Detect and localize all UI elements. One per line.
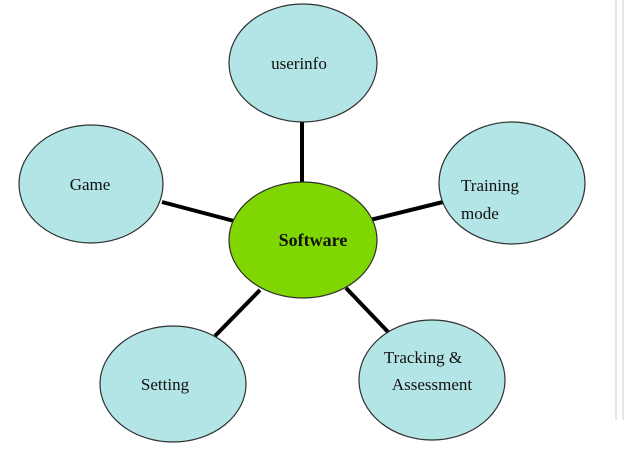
node-training-mode-label-line1: Training	[461, 176, 519, 195]
node-tracking-assessment-label-line1: Tracking &	[384, 348, 462, 367]
node-userinfo: userinfo	[228, 3, 378, 123]
node-setting-label: Setting	[141, 375, 190, 394]
connector-setting	[213, 288, 262, 338]
node-userinfo-label: userinfo	[271, 54, 327, 73]
node-tracking-assessment: Tracking & Assessment	[358, 319, 506, 441]
node-game: Game	[18, 124, 164, 244]
node-software-center: Software	[228, 181, 378, 299]
node-training-mode-shape	[438, 121, 586, 245]
node-software-center-label: Software	[279, 230, 348, 250]
connector-training	[369, 200, 444, 222]
node-setting-shape	[99, 325, 247, 443]
node-training-mode-label-line2: mode	[461, 204, 499, 223]
node-tracking-assessment-label-line2: Assessment	[392, 375, 473, 394]
connector-game	[161, 200, 235, 223]
node-training-mode: Training mode	[438, 121, 586, 245]
connector-tracking	[344, 286, 392, 336]
node-setting: Setting	[99, 325, 247, 443]
node-software-center-shape	[228, 181, 378, 299]
node-game-label: Game	[70, 175, 111, 194]
node-game-shape	[18, 124, 164, 244]
node-userinfo-shape	[228, 3, 378, 123]
node-tracking-assessment-shape	[358, 319, 506, 441]
